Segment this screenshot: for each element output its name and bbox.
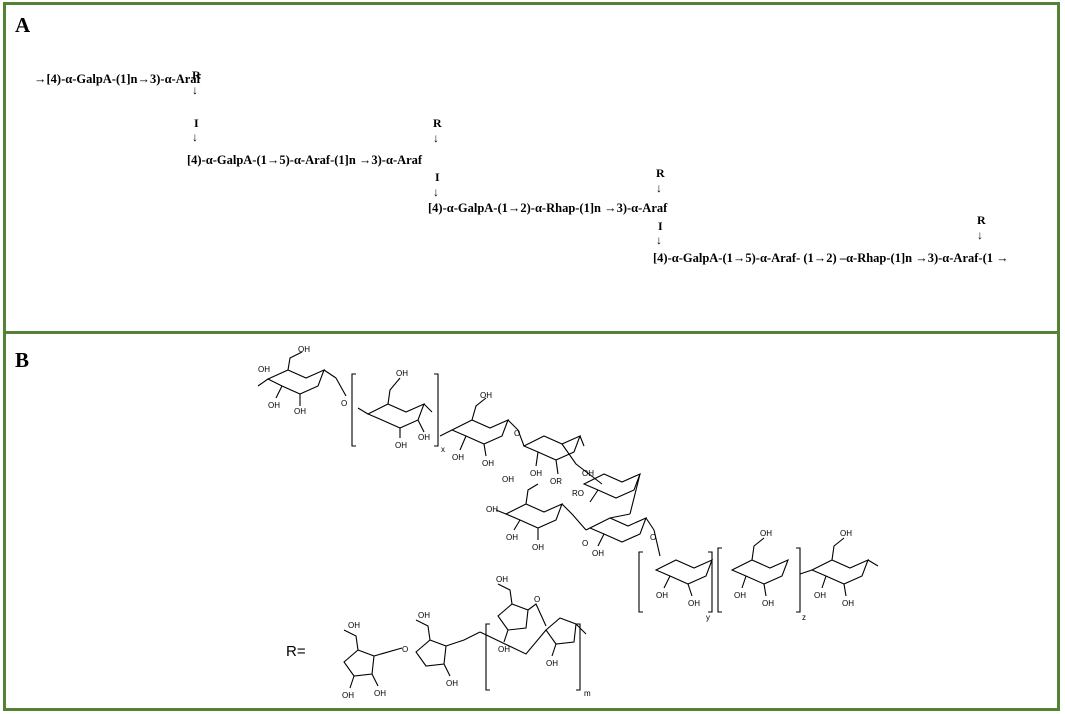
svg-text:OH: OH <box>486 505 498 514</box>
svg-text:OR: OR <box>550 477 562 486</box>
svg-text:OH: OH <box>348 621 360 630</box>
svg-text:OH: OH <box>418 611 430 620</box>
svg-text:O: O <box>534 595 540 604</box>
svg-text:OH: OH <box>582 469 594 478</box>
svg-text:OH: OH <box>452 453 464 462</box>
svg-text:OH: OH <box>446 679 458 688</box>
svg-text:OH: OH <box>506 533 518 542</box>
svg-text:OH: OH <box>734 591 746 600</box>
link-mark-2: I <box>435 170 440 184</box>
arrow-down-4: ↓ <box>977 228 983 242</box>
link-mark-1: I <box>194 116 199 130</box>
svg-text:OH: OH <box>762 599 774 608</box>
svg-text:OH: OH <box>688 599 700 608</box>
svg-text:m: m <box>584 689 591 698</box>
branch-r-2: R <box>433 116 442 130</box>
svg-text:OH: OH <box>656 591 668 600</box>
svg-text:O: O <box>650 533 656 542</box>
svg-text:OH: OH <box>480 391 492 400</box>
svg-text:OH: OH <box>546 659 558 668</box>
svg-text:OH: OH <box>592 549 604 558</box>
svg-text:x: x <box>441 445 445 454</box>
panel-a-label: A <box>15 13 31 37</box>
svg-text:OH: OH <box>395 441 407 450</box>
svg-text:y: y <box>706 613 710 622</box>
svg-text:OH: OH <box>298 345 310 354</box>
svg-text:z: z <box>802 613 806 622</box>
polysaccharide-structure: OH OH OH OH O OH OH OH x OH OH OH O OH O… <box>257 345 879 700</box>
arrow-down-3b: ↓ <box>656 233 662 247</box>
chain-3: [4)-α-GalpA-(1→2)-α-Rhap-(1]n →3)-α-Araf <box>428 201 668 215</box>
svg-text:OH: OH <box>482 459 494 468</box>
svg-text:OH: OH <box>268 401 280 410</box>
panel-b-label: B <box>15 348 30 372</box>
svg-text:OH: OH <box>532 543 544 552</box>
svg-text:OH: OH <box>814 591 826 600</box>
svg-text:OH: OH <box>760 529 772 538</box>
svg-text:OH: OH <box>294 407 306 416</box>
panel-b: B <box>3 331 1060 711</box>
arrow-down-3: ↓ <box>656 181 662 195</box>
svg-text:OH: OH <box>840 529 852 538</box>
r-label: R= <box>286 643 306 660</box>
svg-text:O: O <box>582 539 588 548</box>
arrow-down-1: ↓ <box>192 83 198 97</box>
branch-r-4: R <box>977 213 986 227</box>
svg-text:OH: OH <box>502 475 514 484</box>
arrow-down-2b: ↓ <box>433 185 439 199</box>
chain-1: →[4)-α-GalpA-(1]n→3)-α-Araf <box>34 72 201 86</box>
chain-4: [4)-α-GalpA-(1→5)-α-Araf- (1→2) –α-Rhap-… <box>653 251 1009 265</box>
svg-text:OH: OH <box>342 691 354 700</box>
svg-text:OH: OH <box>498 645 510 654</box>
arrow-down-2: ↓ <box>433 131 439 145</box>
svg-text:OH: OH <box>496 575 508 584</box>
svg-text:O: O <box>341 399 347 408</box>
branch-r-1: R <box>192 68 201 82</box>
svg-text:OH: OH <box>842 599 854 608</box>
branch-r-3: R <box>656 166 665 180</box>
structure-labels: OH OH OH OH O OH OH OH x OH OH OH O OH O… <box>258 345 854 700</box>
svg-text:OH: OH <box>374 689 386 698</box>
arrow-down-1b: ↓ <box>192 130 198 144</box>
panel-a: A →[4)-α-GalpA-(1]n→3)-α-Araf R ↓ I ↓ R … <box>3 2 1060 335</box>
svg-text:OH: OH <box>530 469 542 478</box>
svg-text:OH: OH <box>396 369 408 378</box>
svg-text:OH: OH <box>418 433 430 442</box>
svg-text:O: O <box>514 429 520 438</box>
svg-text:OH: OH <box>258 365 270 374</box>
svg-text:RO: RO <box>572 489 584 498</box>
link-mark-3: I <box>658 219 663 233</box>
svg-text:O: O <box>402 645 408 654</box>
chain-2: [4)-α-GalpA-(1→5)-α-Araf-(1]n →3)-α-Araf <box>187 153 423 167</box>
